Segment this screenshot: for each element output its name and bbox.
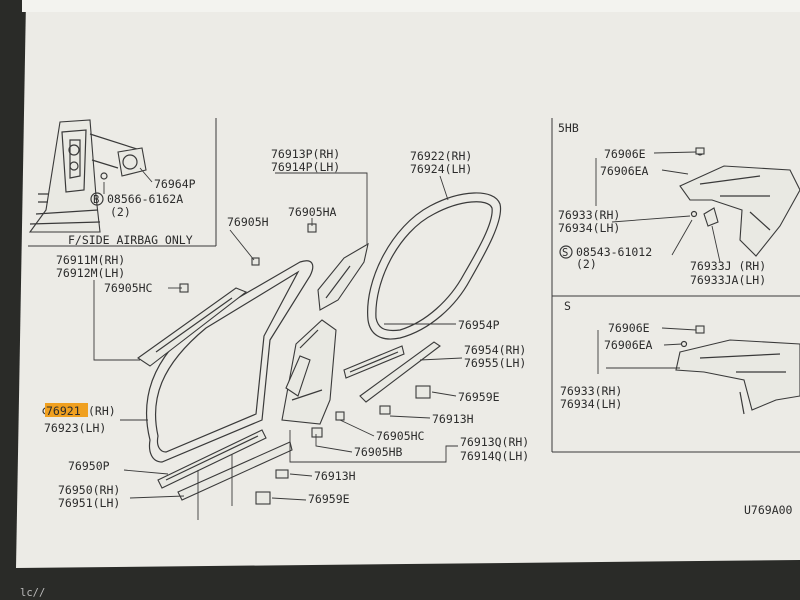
panel-s-title: S	[564, 299, 571, 313]
label-76924-lh: 76924(LH)	[410, 162, 472, 176]
label-76905HC-bottom: 76905HC	[376, 429, 425, 443]
label-76921-side: (RH)	[88, 404, 116, 418]
center-leader-lines	[93, 172, 463, 520]
label-s-76906EA: 76906EA	[604, 338, 653, 352]
corner-mark: lc//	[20, 587, 45, 599]
label-76905HB: 76905HB	[354, 445, 403, 459]
label-5hb-76934-lh: 76934(LH)	[558, 221, 620, 235]
label-76914Q-lh: 76914Q(LH)	[460, 449, 529, 463]
label-bolt-qty: (2)	[110, 205, 131, 219]
label-76913P-rh: 76913P(RH)	[271, 147, 340, 161]
bolt-circle-letter: B	[93, 194, 99, 206]
label-76914P-lh: 76914P(LH)	[271, 160, 340, 174]
screw-circle-letter: S	[562, 247, 568, 259]
right-panels-frame	[551, 118, 800, 453]
paper-top-strip	[22, 0, 800, 12]
label-76955-lh: 76955(LH)	[464, 356, 526, 370]
diagram-code: U769A00	[744, 503, 793, 517]
highlight-76921	[45, 403, 88, 417]
label-76950-rh: 76950(RH)	[58, 483, 120, 497]
label-76912M-lh: 76912M(LH)	[56, 266, 125, 280]
panel-s-leaders	[597, 327, 697, 374]
panel-s-drawing	[675, 325, 800, 415]
label-76959E-right: 76959E	[458, 390, 500, 404]
label-76913Q-rh: 76913Q(RH)	[460, 435, 529, 449]
label-76921-number: 76921	[46, 404, 81, 418]
label-76954-rh: 76954(RH)	[464, 343, 526, 357]
label-76905H: 76905H	[227, 215, 269, 229]
label-76913H-bottom: 76913H	[314, 469, 356, 483]
label-s-76906E: 76906E	[608, 321, 650, 335]
label-76923-lh: 76923(LH)	[44, 421, 106, 435]
label-76964P: 76964P	[154, 177, 196, 191]
label-screw-qty: (2)	[576, 257, 597, 271]
label-76959E-bottom: 76959E	[308, 492, 350, 506]
inset-airbag-frame	[28, 118, 217, 247]
label-76913H-right: 76913H	[432, 412, 474, 426]
paper-background	[16, 0, 800, 568]
panel-5hb-title: 5HB	[558, 121, 579, 135]
bolt-callout: B	[90, 192, 104, 206]
label-76933J-rh: 76933J (RH)	[690, 259, 766, 273]
label-76922-rh: 76922(RH)	[410, 149, 472, 163]
inset-airbag-drawing	[28, 119, 153, 233]
label-bolt-number: 08566-6162A	[107, 192, 183, 206]
label-76950P: 76950P	[68, 459, 110, 473]
label-76905HA: 76905HA	[288, 205, 337, 219]
label-76951-lh: 76951(LH)	[58, 496, 120, 510]
label-s-76933-rh: 76933(RH)	[560, 384, 622, 398]
label-76933JA-lh: 76933JA(LH)	[690, 273, 766, 287]
label-5hb-76906EA: 76906EA	[600, 164, 649, 178]
screw-callout: S	[559, 245, 573, 259]
main-exploded-drawing	[42, 192, 502, 505]
label-5hb-76906E: 76906E	[604, 147, 646, 161]
label-5hb-76933-rh: 76933(RH)	[558, 208, 620, 222]
panel-5hb-drawing	[679, 147, 800, 257]
label-76954P: 76954P	[458, 318, 500, 332]
label-s-76934-lh: 76934(LH)	[560, 397, 622, 411]
label-76905HC-top: 76905HC	[104, 281, 153, 295]
label-screw-number: 08543-61012	[576, 245, 652, 259]
label-airbag-caption: F/SIDE AIRBAG ONLY	[68, 233, 193, 247]
panel-5hb-leaders	[595, 151, 721, 263]
label-76911M-rh: 76911M(RH)	[56, 253, 125, 267]
